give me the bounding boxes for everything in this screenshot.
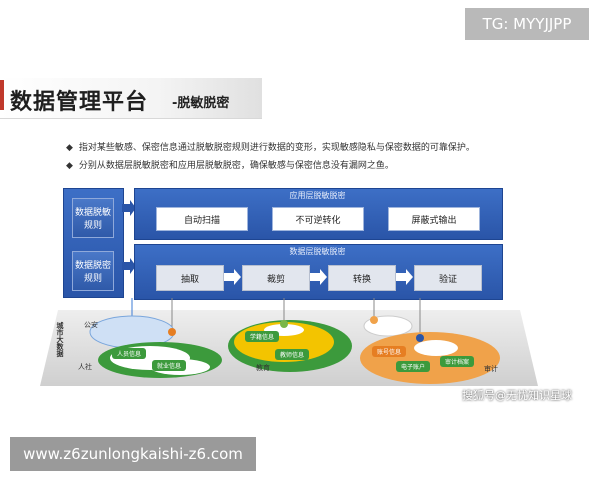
app-item-masked-output: 屏蔽式输出	[388, 207, 480, 231]
step-convert: 转换	[328, 265, 396, 291]
chip-account: 账号信息	[372, 346, 406, 357]
chip-employment: 就业信息	[152, 360, 186, 371]
step-trim: 裁剪	[242, 265, 310, 291]
page-title: 数据管理平台	[10, 90, 149, 115]
chip-personnel: 人员信息	[112, 348, 146, 359]
page-subtitle: -脱敏脱密	[172, 96, 230, 111]
app-item-auto-scan: 自动扫描	[156, 207, 248, 231]
title-bar	[0, 78, 262, 119]
app-layer-title: 应用层脱敏脱密	[289, 191, 346, 200]
bullet-2: 分别从数据层脱敏脱密和应用层脱敏脱密，确保敏感与保密信息没有漏网之鱼。	[66, 158, 394, 171]
step-arrows	[224, 269, 413, 285]
data-layer-title: 数据层脱敏脱密	[289, 247, 346, 256]
chip-student: 学籍信息	[245, 331, 279, 342]
chip-teacher: 教师信息	[275, 349, 309, 360]
domain-education: 教育	[256, 364, 270, 372]
watermark-sohu: 搜狐号@无忧知识星球	[462, 389, 572, 402]
platform-illustration	[40, 298, 538, 386]
step-verify: 验证	[414, 265, 482, 291]
step-extract: 抽取	[156, 265, 224, 291]
domain-audit: 审计	[484, 365, 498, 373]
chip-e-account: 电子账户	[396, 361, 430, 372]
chip-audit-archive: 审计档案	[440, 356, 474, 367]
platform-label: 城市大数据	[56, 322, 65, 357]
connector-arrows	[122, 200, 136, 274]
domain-police: 公安	[84, 321, 98, 329]
watermark-top: TG: MYYJJPP	[465, 8, 589, 40]
rule-box-desensitize: 数据脱敏规则	[72, 198, 114, 238]
title-accent	[0, 80, 4, 110]
domain-social: 人社	[78, 363, 92, 371]
bullet-1: 指对某些敏感、保密信息通过脱敏脱密规则进行数据的变形，实现敏感隐私与保密数据的可…	[66, 140, 475, 153]
watermark-bottom: www.z6zunlongkaishi-z6.com	[10, 437, 256, 471]
rule-box-declassify: 数据脱密规则	[72, 251, 114, 291]
app-item-irreversible: 不可逆转化	[272, 207, 364, 231]
